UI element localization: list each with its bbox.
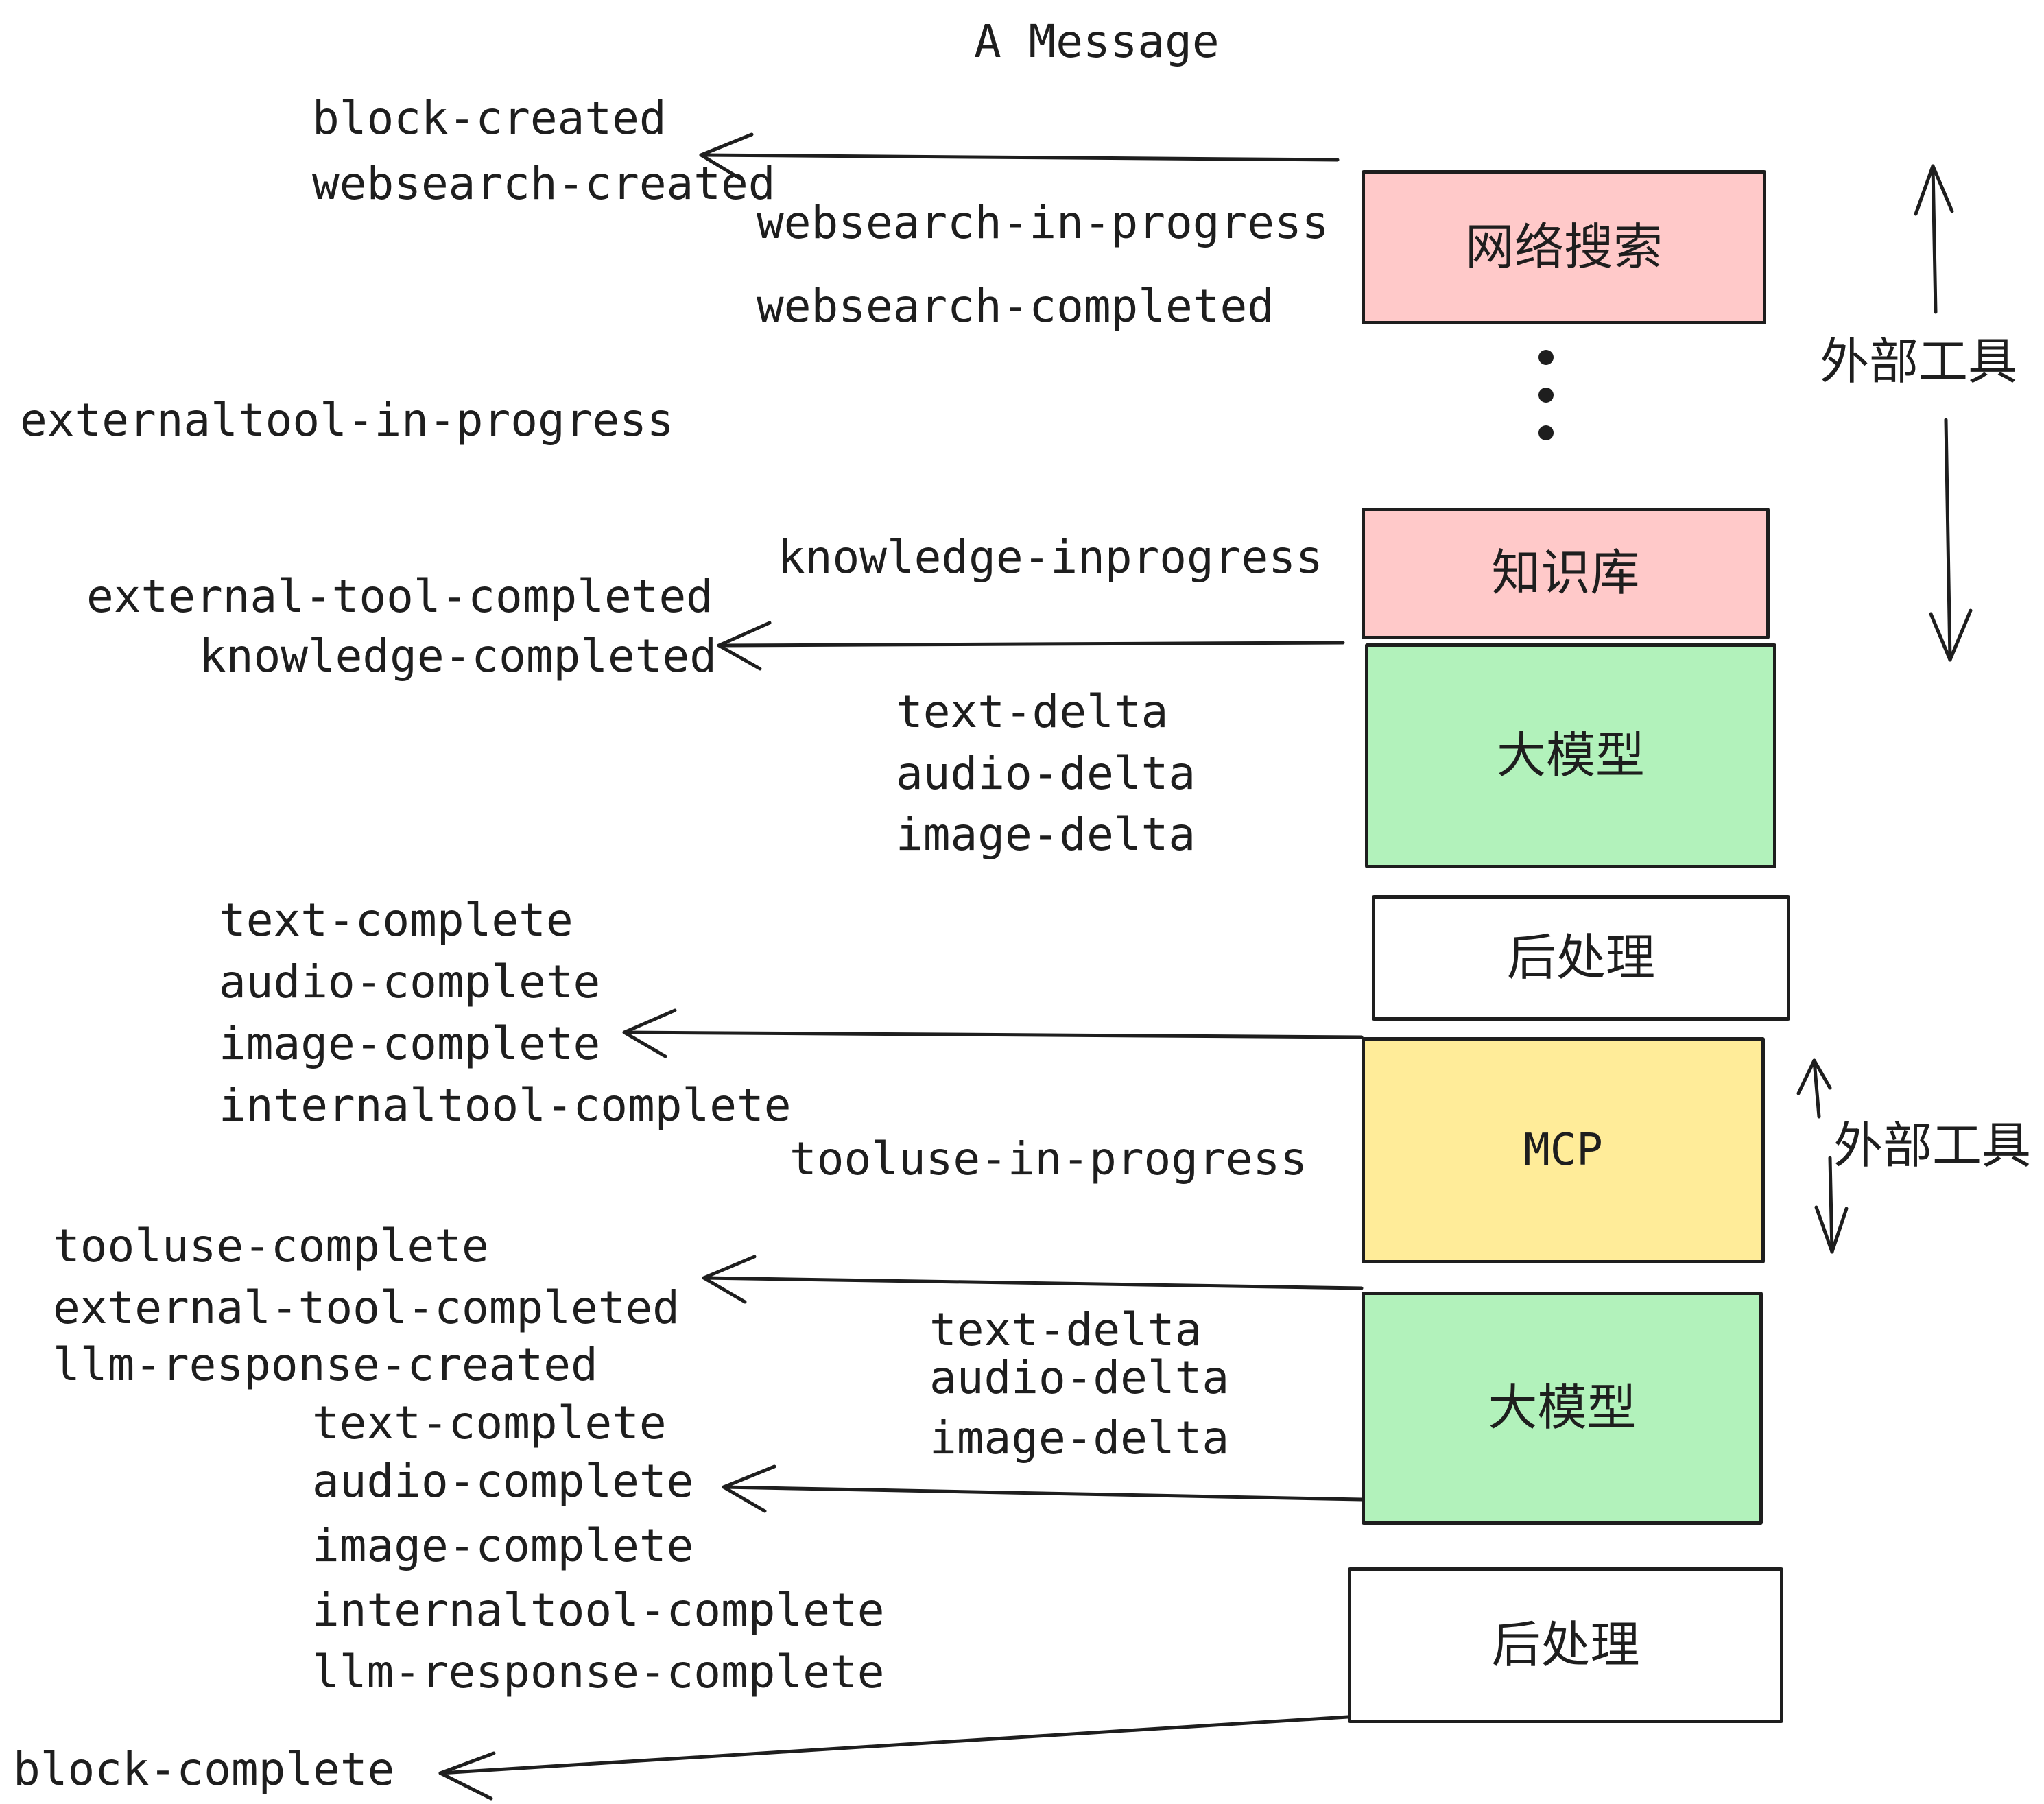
event-label-llm-response-created: llm-response-created xyxy=(53,1338,598,1391)
side-label-external-tools-2: 外部工具 xyxy=(1833,1119,2032,1174)
event-label-audio-delta-2: audio-delta xyxy=(929,1351,1230,1404)
double-arrow-external-tools-1 xyxy=(1914,164,1973,662)
arrow-to-tooluse-complete xyxy=(702,1255,1364,1304)
vertical-ellipsis-icon xyxy=(1538,350,1554,463)
event-label-text-complete: text-complete xyxy=(219,894,573,947)
event-label-audio-complete-2: audio-complete xyxy=(312,1455,694,1508)
event-label-llm-response-complete: llm-response-complete xyxy=(312,1646,885,1698)
event-label-internaltool-complete-2: internaltool-complete xyxy=(312,1584,885,1637)
arrow-to-audio-complete xyxy=(722,1464,1364,1513)
side-label-external-tools-1: 外部工具 xyxy=(1820,335,2018,390)
node-postprocess-1-label: 后处理 xyxy=(1506,930,1655,986)
node-websearch-label: 网络搜索 xyxy=(1464,219,1663,275)
event-label-websearch-completed: websearch-completed xyxy=(757,280,1274,333)
arrow-to-websearch-created xyxy=(699,132,1340,182)
node-knowledge-base: 知识库 xyxy=(1362,508,1770,639)
event-label-audio-delta: audio-delta xyxy=(896,747,1196,800)
event-label-externaltool-in-progress: externaltool-in-progress xyxy=(20,394,674,447)
node-llm-2-label: 大模型 xyxy=(1488,1381,1637,1436)
event-label-tooluse-in-progress: tooluse-in-progress xyxy=(789,1132,1307,1185)
event-label-websearch-created: websearch-created xyxy=(312,157,776,210)
event-label-knowledge-completed: knowledge-completed xyxy=(199,630,717,683)
node-llm-1: 大模型 xyxy=(1365,643,1776,868)
arrow-to-block-complete xyxy=(438,1715,1350,1801)
node-websearch: 网络搜索 xyxy=(1362,170,1766,324)
node-postprocess-2-label: 后处理 xyxy=(1491,1617,1640,1673)
node-postprocess-2: 后处理 xyxy=(1348,1567,1783,1723)
arrow-to-image-complete xyxy=(622,1008,1364,1058)
event-label-internaltool-complete: internaltool-complete xyxy=(219,1079,792,1132)
event-label-tooluse-complete: tooluse-complete xyxy=(53,1220,489,1272)
event-label-knowledge-inprogress: knowledge-inprogress xyxy=(778,531,1323,584)
event-label-image-delta-2: image-delta xyxy=(929,1412,1230,1464)
node-llm-2: 大模型 xyxy=(1362,1292,1763,1525)
diagram-title: A Message xyxy=(974,15,1220,68)
event-label-text-delta: text-delta xyxy=(896,685,1169,738)
event-label-text-delta-2: text-delta xyxy=(929,1303,1202,1356)
event-label-image-delta: image-delta xyxy=(896,808,1196,861)
event-label-image-complete-2: image-complete xyxy=(312,1519,694,1572)
node-postprocess-1: 后处理 xyxy=(1372,895,1790,1021)
event-label-image-complete: image-complete xyxy=(219,1017,601,1070)
node-knowledge-label: 知识库 xyxy=(1491,546,1640,601)
event-label-audio-complete: audio-complete xyxy=(219,956,601,1008)
node-mcp: MCP xyxy=(1362,1037,1765,1263)
event-label-text-complete-2: text-complete xyxy=(312,1397,667,1449)
event-label-external-tool-completed: external-tool-completed xyxy=(86,570,713,623)
node-llm-1-label: 大模型 xyxy=(1496,728,1645,783)
node-mcp-label: MCP xyxy=(1523,1125,1603,1176)
event-label-external-tool-completed-2: external-tool-completed xyxy=(53,1281,680,1334)
event-label-block-created: block-created xyxy=(312,92,667,145)
event-label-websearch-in-progress: websearch-in-progress xyxy=(757,196,1329,249)
arrow-to-knowledge-completed xyxy=(717,621,1345,671)
event-label-block-complete: block-complete xyxy=(13,1743,395,1796)
